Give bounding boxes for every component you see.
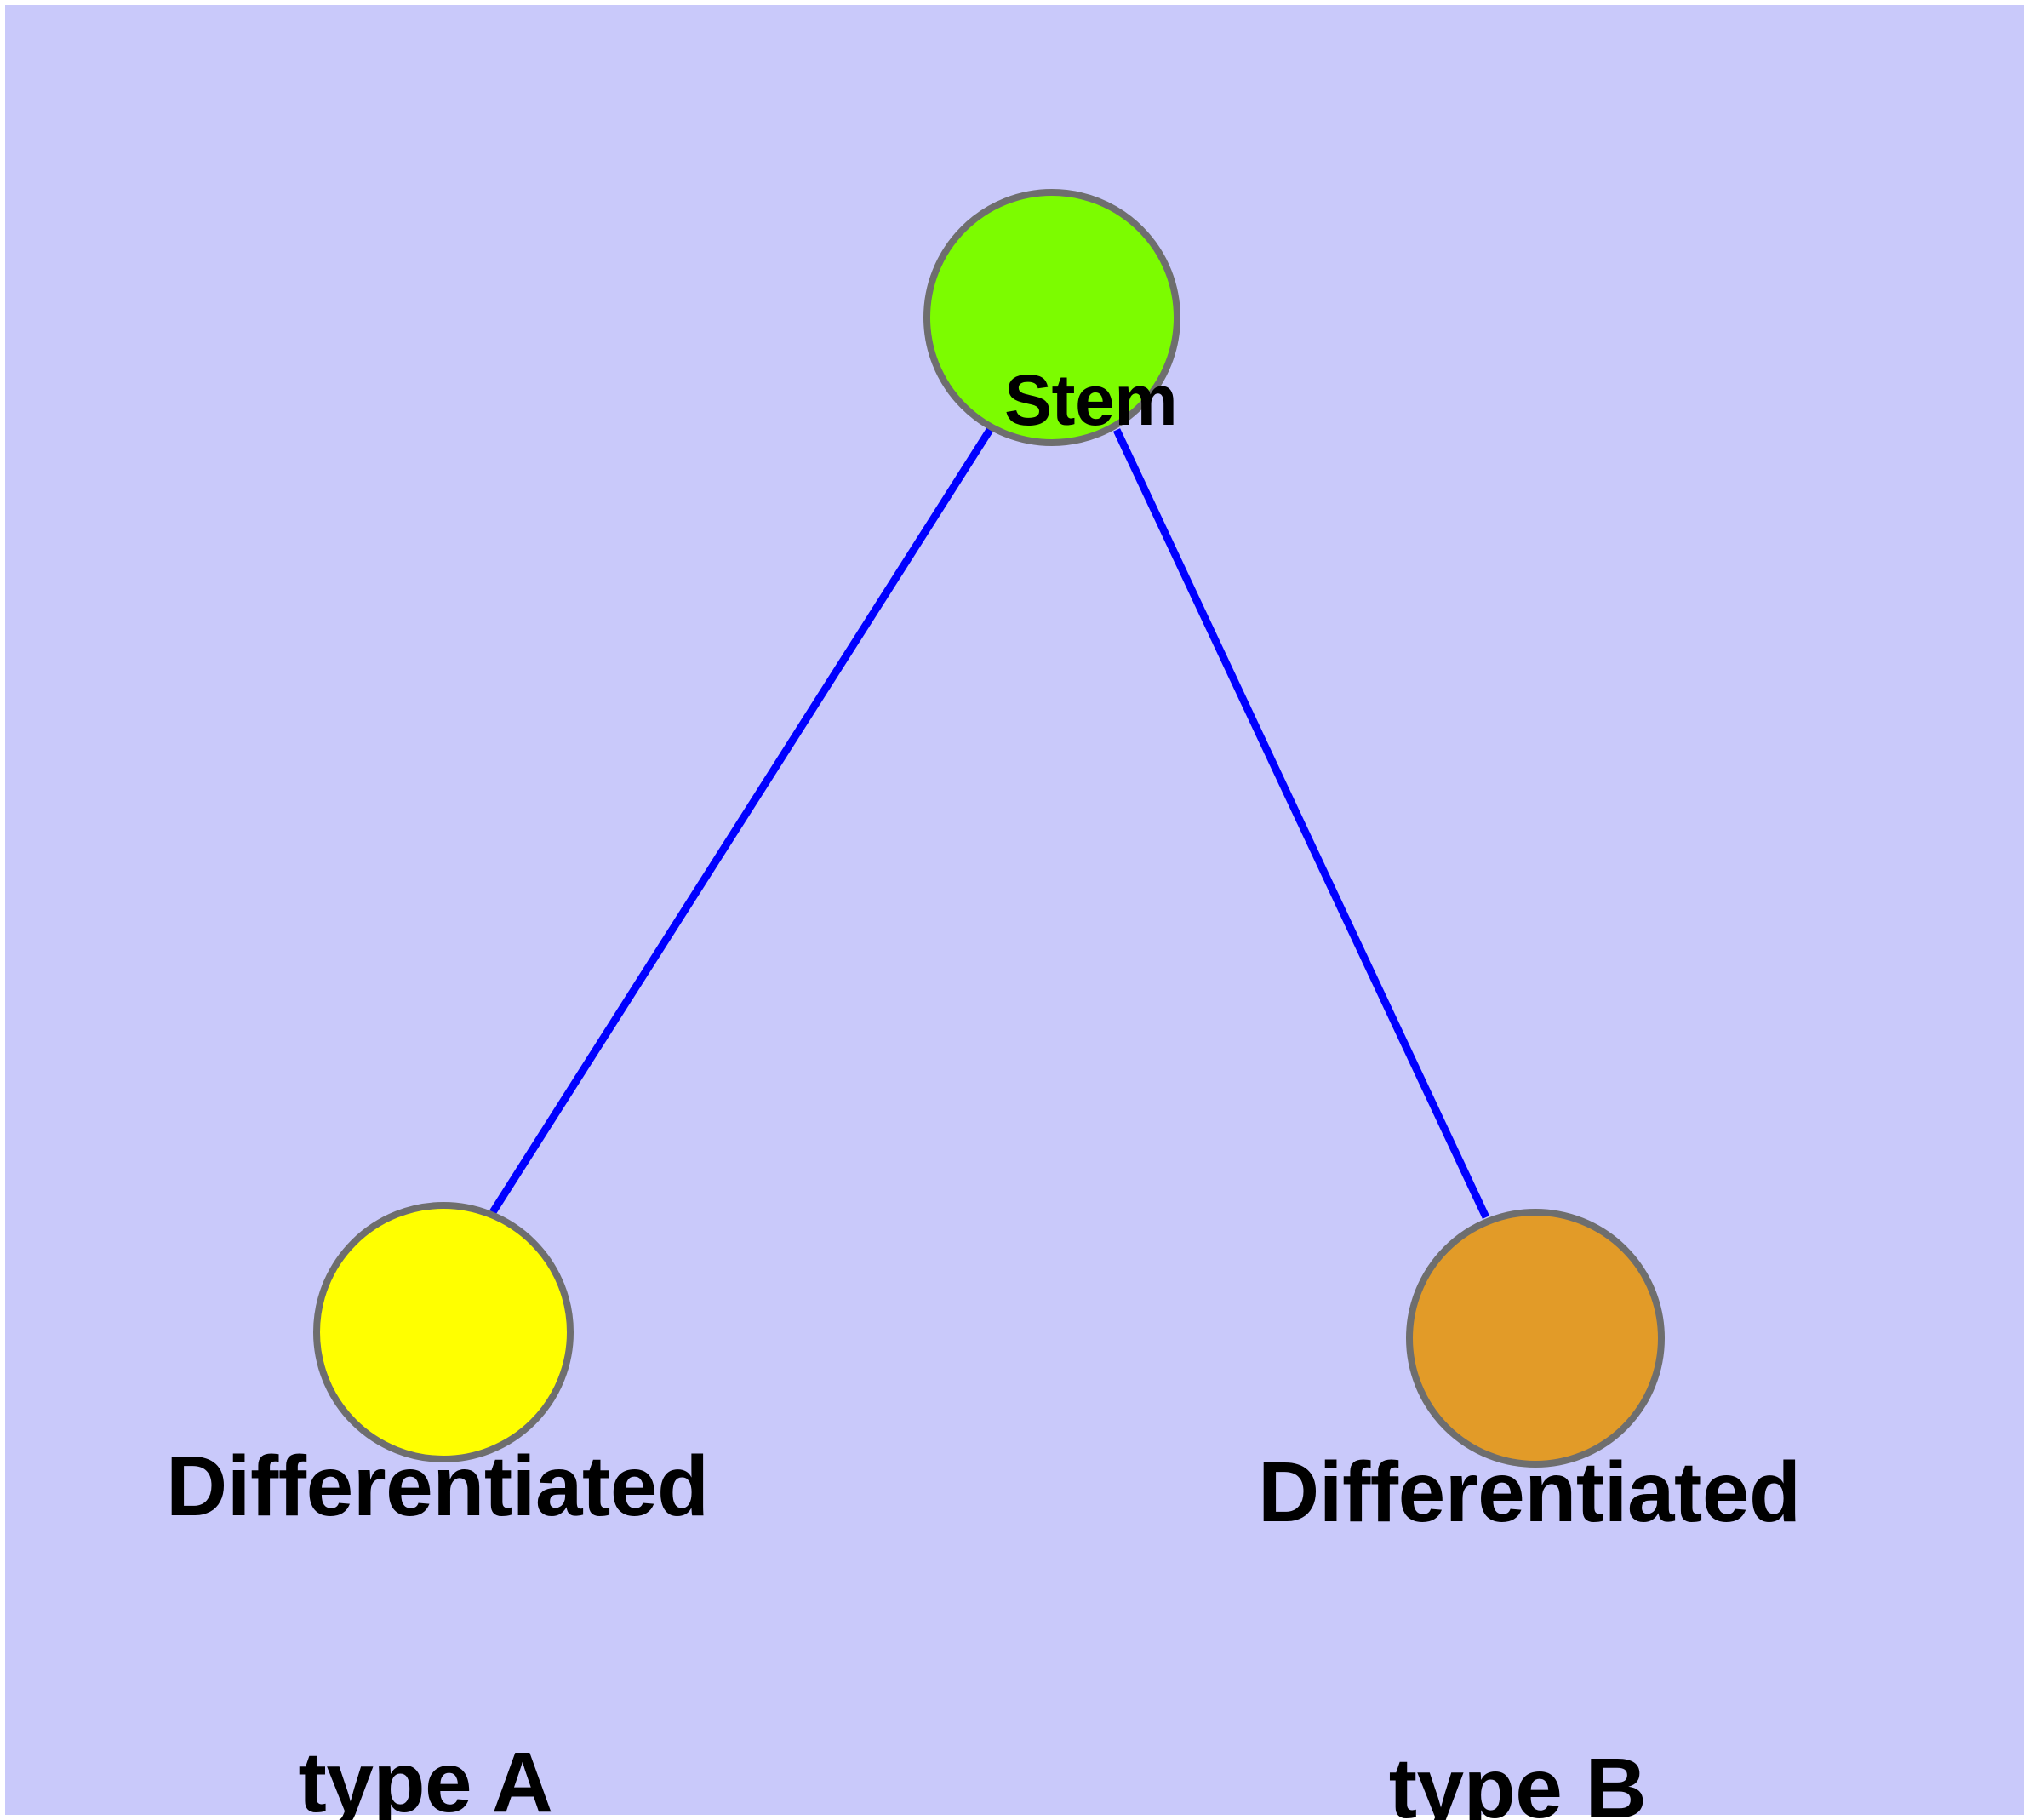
node-circle-stem[interactable] — [923, 189, 1180, 446]
node-circle-diff-b[interactable] — [1406, 1209, 1665, 1468]
node-layer — [313, 189, 1665, 1468]
edge-stem-to-diff-b — [1112, 428, 1490, 1219]
edge-stem-to-diff-a — [489, 427, 993, 1215]
edge-layer — [489, 427, 1490, 1219]
node-circle-diff-a[interactable] — [313, 1202, 574, 1462]
